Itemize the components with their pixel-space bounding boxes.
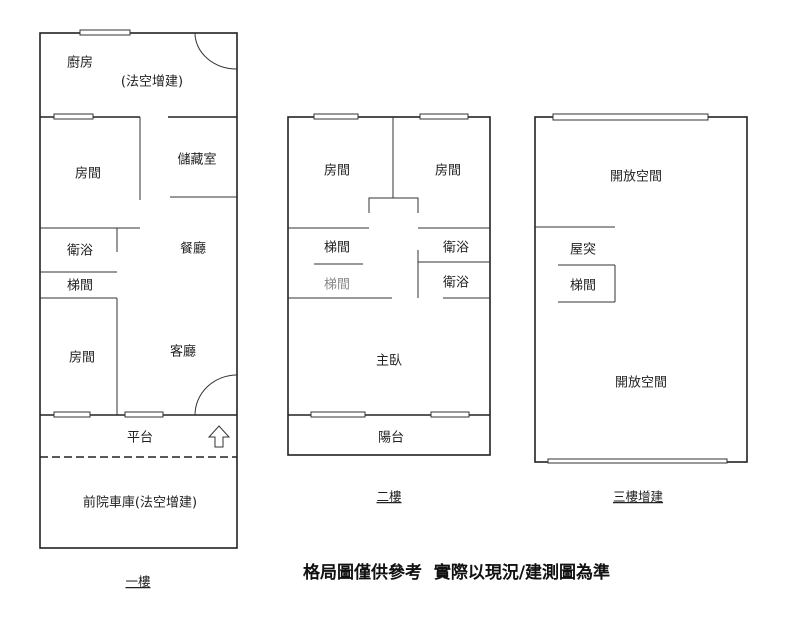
window [419,113,469,120]
room-master-bedroom: 主臥 [376,354,402,369]
room-balcony: 陽台 [378,431,404,446]
room-stairs: 梯間 [67,279,93,294]
floor3-title: 三樓增建 [613,489,664,504]
room-kitchen-note: (法空增建) [121,75,183,90]
window [53,411,91,418]
floor2-title: 二樓 [376,489,401,504]
room-bathroom: 衛浴 [67,244,93,259]
room-stairs: 梯間 [324,278,350,293]
door-swing-icon [194,374,238,416]
window [313,113,359,120]
entrance-arrow-icon [207,425,231,448]
room-bedroom: 房間 [435,163,461,179]
room-open-space: 開放空間 [610,170,662,185]
room-bedroom: 房間 [75,166,101,182]
window [547,458,728,464]
floor1-walls [39,32,238,549]
room-platform: 平台 [127,431,153,446]
room-open-space: 開放空間 [615,376,667,391]
window [430,411,470,418]
room-bedroom: 房間 [69,350,95,366]
room-stairs: 梯間 [324,241,350,256]
room-garage: 前院車庫(法空增建) [83,495,197,511]
door-swing-icon [194,32,238,70]
room-living: 客廳 [170,344,196,360]
disclaimer-note: 格局圖僅供參考 實際以現況/建測圖為準 [303,562,610,583]
floor1-title: 一樓 [125,574,150,589]
room-kitchen: 廚房 [67,55,93,71]
window [79,29,131,36]
room-stairs: 梯間 [570,279,596,294]
window [124,411,164,418]
room-bathroom: 衛浴 [443,241,469,256]
room-dining: 餐廳 [180,241,206,257]
window [552,113,709,121]
room-bathroom: 衛浴 [443,276,469,291]
room-storage: 儲藏室 [177,152,216,168]
room-roof-protrusion: 屋突 [570,242,596,258]
window [310,411,366,418]
window [53,113,94,120]
room-bedroom: 房間 [324,163,350,179]
